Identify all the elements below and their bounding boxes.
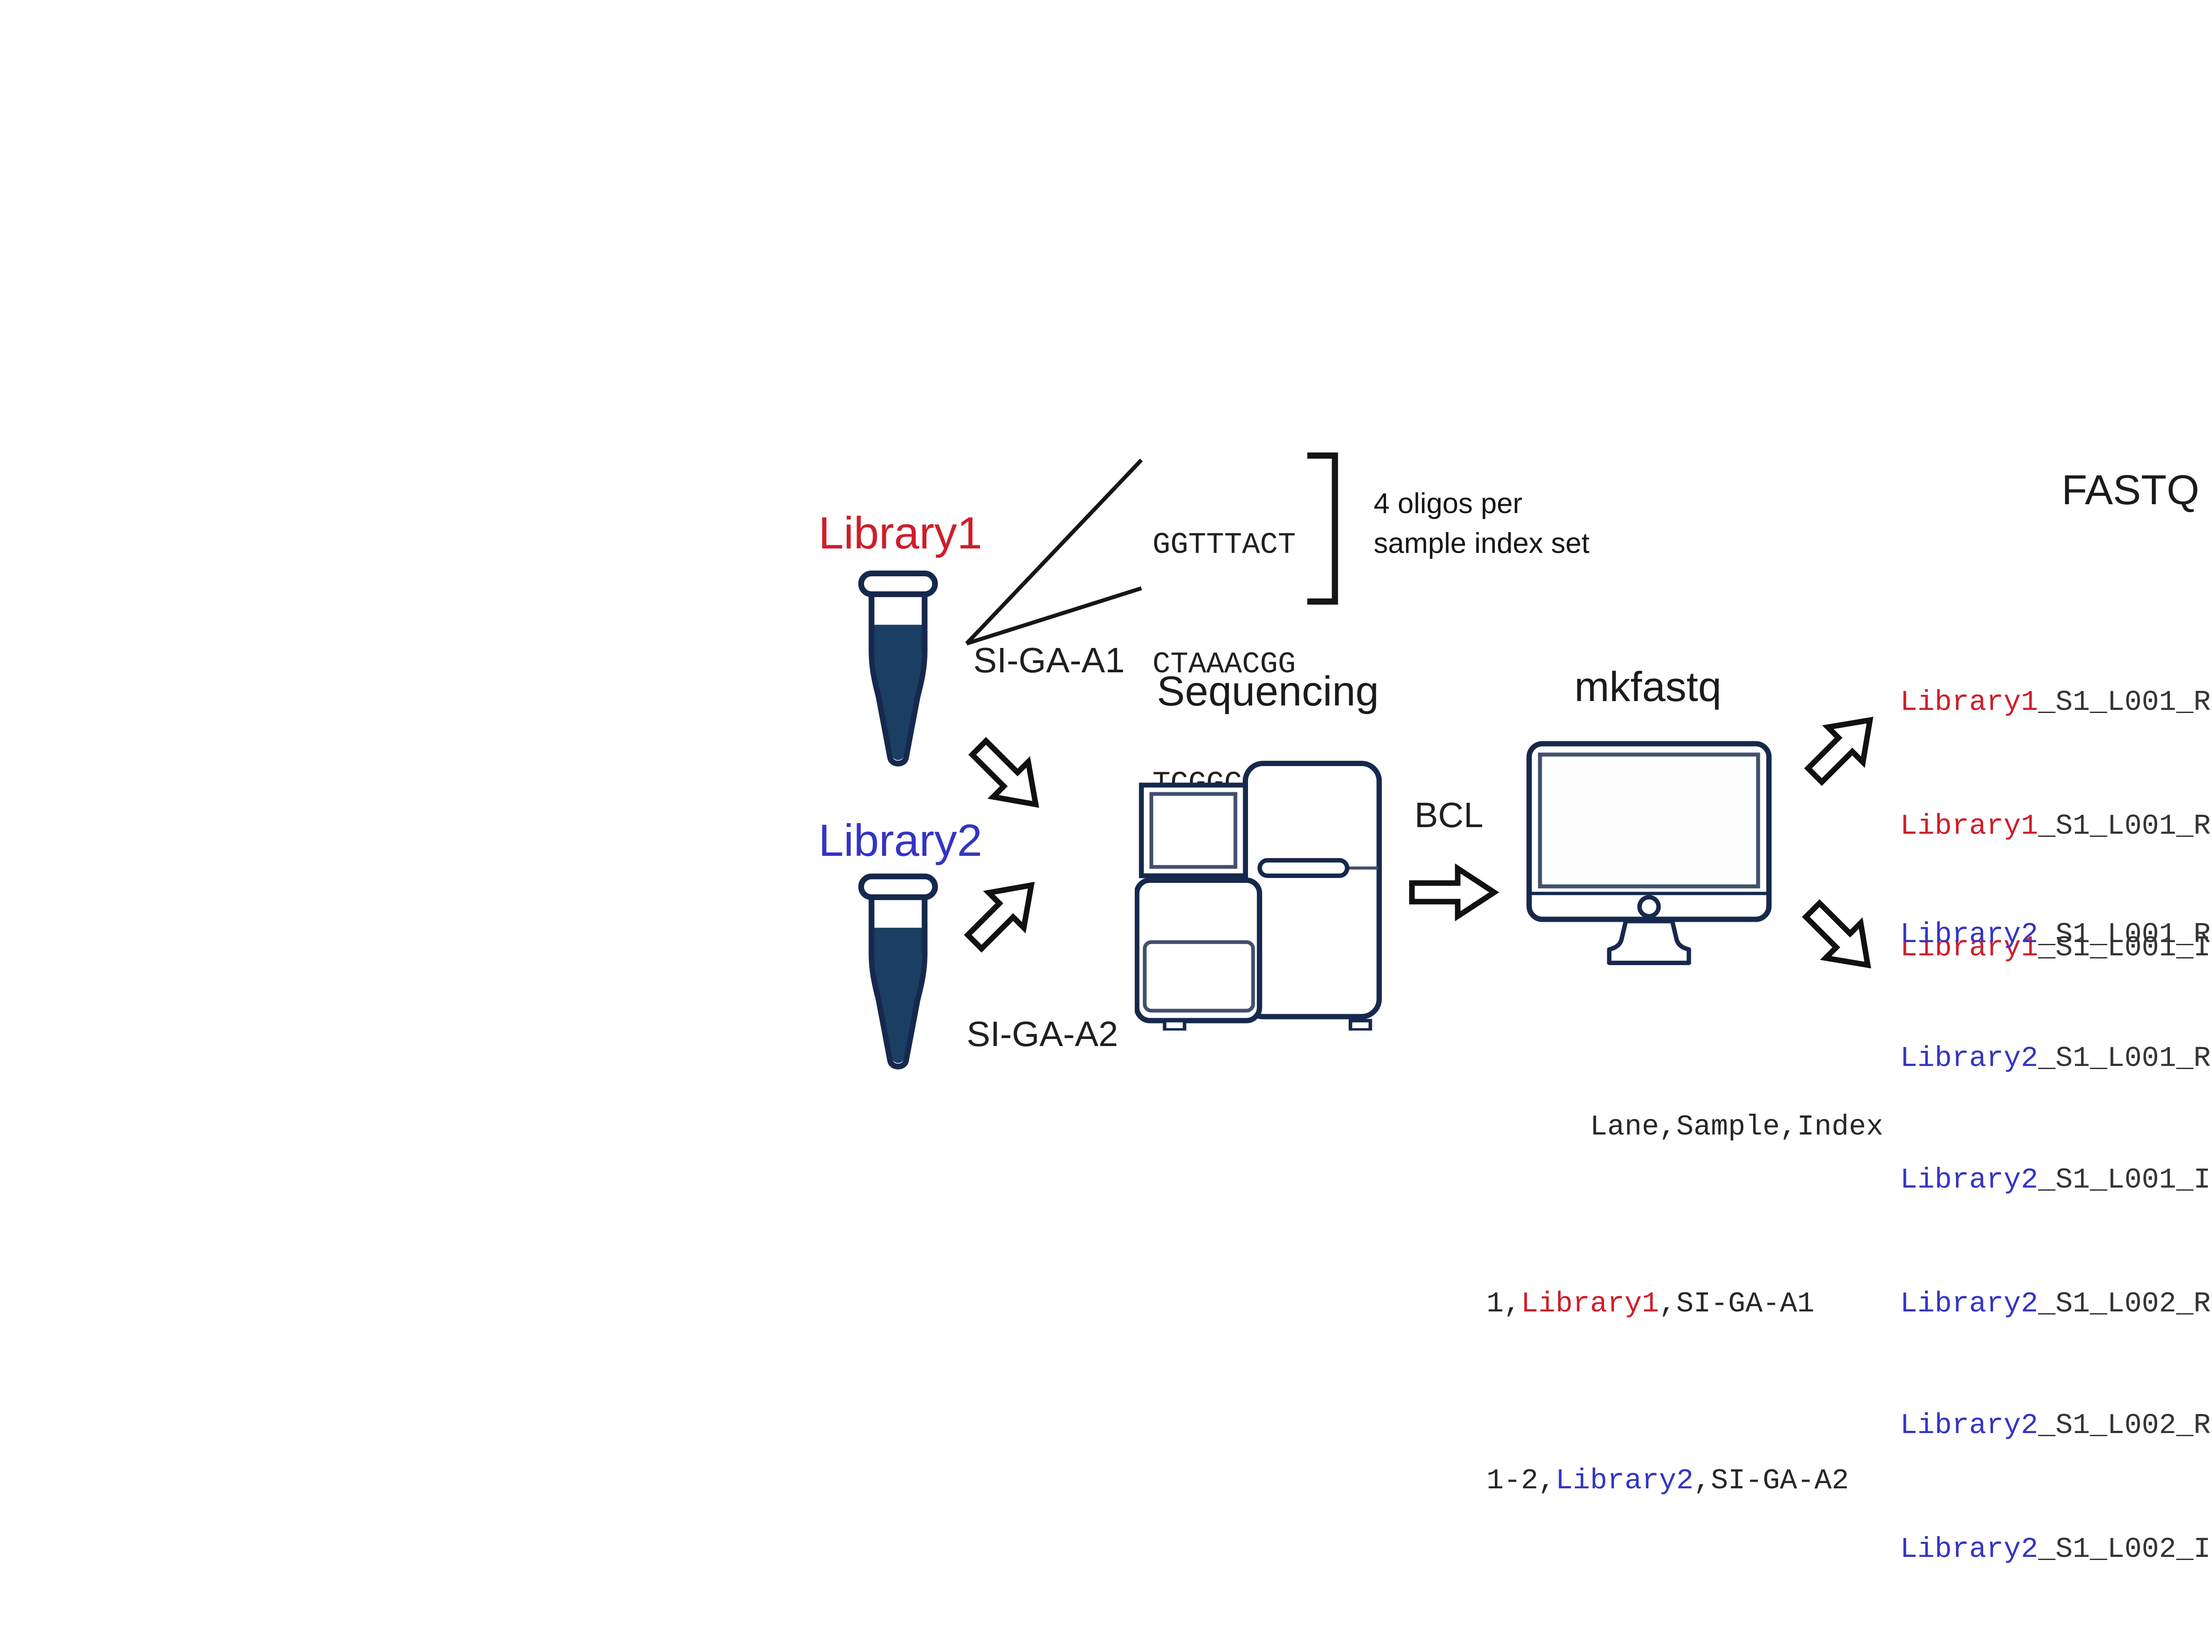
fastq-file-row: Library2_S1_L002_R2_001.fastq.gz	[1900, 1407, 2212, 1448]
fastq-sample: Library1	[1900, 686, 2039, 719]
mkfastq-title: mkfastq	[1574, 666, 1722, 712]
sequencer-machine-icon	[1135, 761, 1382, 1031]
row2-lane: 1-2,	[1486, 1464, 1556, 1497]
arrow-up-right-icon	[1804, 717, 1874, 786]
arrow-down-right-icon	[968, 737, 1039, 808]
oligo-note-line1: 4 oligos per	[1374, 487, 1523, 520]
fastq-rest: _S1_L001_R2_001.fastq.gz	[2038, 1040, 2212, 1074]
oligo-note: 4 oligos per sample index set	[1374, 484, 1590, 562]
arrow-down-right-icon	[1802, 899, 1871, 969]
fastq-rest: _S1_L002_I1_001.fastq.gz	[2038, 1531, 2212, 1565]
workflow-diagram: Library1 SI-GA-A1 Library2 SI-GA-A2 GGTT…	[818, 452, 2212, 1565]
bcl-label: BCL	[1414, 798, 1483, 836]
library2-label: Library2	[818, 816, 983, 867]
fastq-sample: Library2	[1900, 1163, 2039, 1196]
sequencing-title: Sequencing	[1157, 670, 1379, 717]
fastq-sample: Library2	[1900, 918, 2039, 951]
row2-sample: Library2	[1555, 1464, 1694, 1497]
fastq-list-library1: Library1_S1_L001_R1_001.fastq.gz Library…	[1900, 602, 2212, 1052]
fastq-rest: _S1_L001_R2_001.fastq.gz	[2038, 808, 2212, 842]
fastq-sample: Library2	[1900, 1531, 2039, 1565]
fastq-sample: Library1	[1900, 931, 2039, 964]
fastq-rest: _S1_L001_R1_001.fastq.gz	[2038, 918, 2212, 951]
fastq-rest: _S1_L001_I1_001.fastq.gz	[2038, 1163, 2212, 1196]
library2-index-label: SI-GA-A2	[967, 1017, 1118, 1055]
fastq-file-row: Library1_S1_L001_I1_001.fastq.gz	[1900, 929, 2212, 970]
fastq-file-row: Library2_S1_L001_I1_001.fastq.gz	[1900, 1161, 2212, 1202]
fastq-rest: _S1_L002_R1_001.fastq.gz	[2038, 1286, 2212, 1319]
fastq-file-row: Library2_S1_L002_R1_001.fastq.gz	[1900, 1284, 2212, 1325]
fastq-file-row: Library1_S1_L001_R1_001.fastq.gz	[1900, 683, 2212, 724]
oligo-line: CTAAACGG	[1152, 650, 1296, 683]
fastq-list-library2: Library2_S1_L001_R1_001.fastq.gz Library…	[1900, 834, 2212, 1652]
arrow-up-right-icon	[964, 882, 1035, 953]
samplesheet-csv: Lane,Sample,Index 1,Library1,SI-GA-A1 1-…	[1486, 973, 1883, 1637]
row2-index: ,SI-GA-A2	[1694, 1464, 1849, 1497]
samplesheet-row1: 1,Library1,SI-GA-A1	[1486, 1283, 1883, 1371]
library2-tube-icon	[858, 874, 938, 1069]
fastq-file-row: Library2_S1_L001_R1_001.fastq.gz	[1900, 916, 2212, 957]
oligo-note-line2: sample index set	[1374, 525, 1590, 559]
fastq-file-row: Library1_S1_L001_R2_001.fastq.gz	[1900, 806, 2212, 847]
fastq-sample: Library1	[1900, 808, 2039, 842]
row1-sample: Library1	[1521, 1287, 1659, 1320]
fastq-sample: Library2	[1900, 1286, 2039, 1319]
fastq-rest: _S1_L002_R2_001.fastq.gz	[2038, 1409, 2212, 1442]
library1-tube-icon	[858, 571, 938, 767]
fastq-rest: _S1_L001_R1_001.fastq.gz	[2038, 686, 2212, 719]
fastq-file-row: Library2_S1_L002_I1_001.fastq.gz	[1900, 1529, 2212, 1571]
library1-index-label: SI-GA-A1	[973, 644, 1125, 681]
oligo-line: GGTTTACT	[1152, 531, 1296, 564]
fastq-rest: _S1_L001_I1_001.fastq.gz	[2038, 931, 2212, 964]
row1-lane: 1,	[1486, 1287, 1521, 1320]
oligo-callout-lines	[965, 452, 1338, 646]
arrow-right-icon	[1409, 863, 1499, 922]
samplesheet-row2: 1-2,Library2,SI-GA-A2	[1486, 1460, 1883, 1548]
mkfastq-computer-icon	[1526, 741, 1772, 965]
fastq-sample: Library2	[1900, 1409, 2039, 1442]
samplesheet-header-row: Lane,Sample,Index	[1486, 1062, 1883, 1194]
fastq-file-row: Library2_S1_L001_R2_001.fastq.gz	[1900, 1039, 2212, 1080]
fastq-sample: Library2	[1900, 1040, 2039, 1074]
library1-label: Library1	[818, 509, 983, 560]
samplesheet-header: Lane,Sample,Index	[1590, 1110, 1884, 1143]
row1-index: ,SI-GA-A1	[1659, 1287, 1815, 1320]
fastq-files-title: FASTQ Files	[2062, 469, 2212, 515]
